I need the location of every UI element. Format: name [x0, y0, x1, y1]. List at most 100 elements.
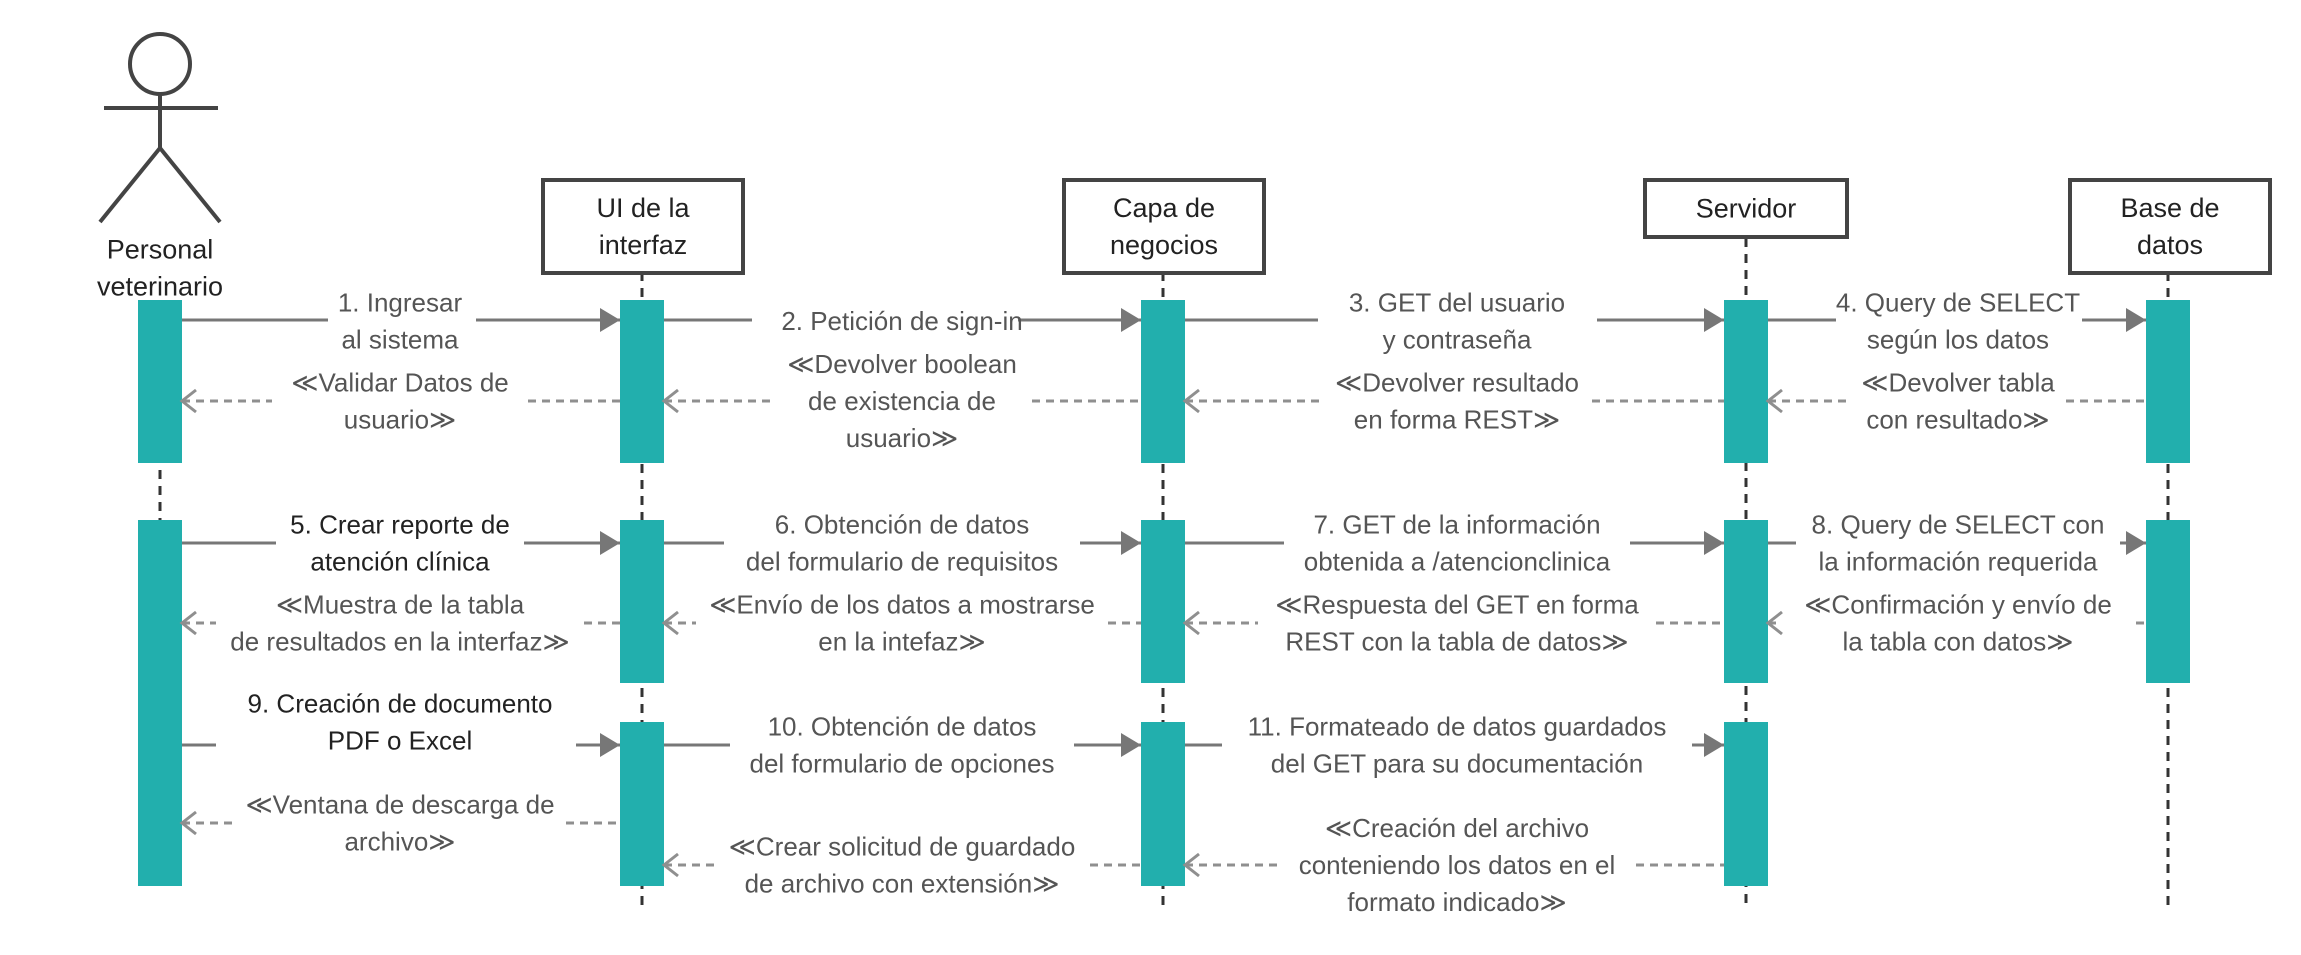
message-label-m7-line: obtenida a /atencionclinica	[1304, 547, 1611, 577]
participant-label-ui-line: interfaz	[599, 230, 688, 260]
message-label-m10-line: del formulario de opciones	[750, 749, 1055, 779]
participant-label-negocios-line: negocios	[1110, 230, 1218, 260]
arrowhead-m7	[1704, 531, 1724, 555]
message-label-m5-line: 5. Crear reporte de	[290, 510, 510, 540]
message-label-r11-line: formato indicado≫	[1347, 887, 1566, 917]
participant-label-negocios: Capa de negocios	[1110, 193, 1218, 260]
actor-label-line: Personal	[107, 235, 214, 265]
message-label-m1-line: al sistema	[341, 325, 459, 355]
arrowhead-m4	[2126, 308, 2146, 332]
message-label-r2-line: de existencia de	[808, 386, 996, 416]
arrowhead-r6	[661, 610, 679, 636]
arrowhead-m10	[1121, 733, 1141, 757]
message-label-r8-line: ≪Confirmación y envío de	[1804, 590, 2112, 620]
message-label-r5-line: de resultados en la interfaz≫	[230, 627, 569, 657]
arrowhead-r5	[179, 610, 197, 636]
participant-box-ui	[541, 178, 745, 275]
message-label-m10-line: 10. Obtención de datos	[768, 712, 1037, 742]
message-label-r3: ≪Devolver resultado en forma REST≫	[1335, 368, 1579, 435]
message-label-m3-line: y contraseña	[1383, 325, 1532, 355]
message-label-r9-line: archivo≫	[344, 827, 455, 857]
participant-label-ui-line: UI de la	[596, 193, 690, 223]
participant-label-bd: Base de datos	[2120, 193, 2219, 260]
message-label-m5: 5. Crear reporte de atención clínica	[290, 510, 510, 577]
arrowhead-r9	[179, 810, 197, 836]
message-label-m5-line: atención clínica	[310, 547, 490, 577]
arrowhead-m1	[600, 308, 620, 332]
message-label-m9-line: PDF o Excel	[328, 726, 473, 756]
message-label-r11-line: ≪Creación del archivo	[1325, 813, 1589, 843]
message-label-r3-line: en forma REST≫	[1354, 405, 1560, 435]
arrowhead-m2	[1121, 308, 1141, 332]
arrowhead-m6	[1121, 531, 1141, 555]
activation-bar-negocios	[1141, 520, 1185, 683]
message-label-r7-line: ≪Respuesta del GET en forma	[1275, 590, 1639, 620]
message-label-m6: 6. Obtención de datos del formulario de r…	[746, 510, 1058, 577]
participant-box-servidor	[1643, 178, 1849, 239]
arrowhead-r11	[1182, 852, 1200, 878]
message-label-r9: ≪Ventana de descarga de archivo≫	[245, 790, 554, 857]
actor-head-icon	[128, 32, 192, 96]
activation-bar-negocios	[1141, 300, 1185, 463]
message-label-r11-line: conteniendo los datos en el	[1299, 850, 1616, 880]
participant-label-servidor-line: Servidor	[1696, 194, 1797, 224]
arrowhead-r7	[1182, 610, 1200, 636]
arrowhead-m3	[1704, 308, 1724, 332]
activation-bar-servidor	[1724, 520, 1768, 683]
message-label-m2-line: 2. Petición de sign-in	[781, 306, 1022, 336]
message-label-r4-line: ≪Devolver tabla	[1861, 368, 2055, 398]
message-label-m10: 10. Obtención de datos del formulario de …	[750, 712, 1055, 779]
message-label-m11-line: del GET para su documentación	[1271, 749, 1643, 779]
participant-label-servidor: Servidor	[1696, 194, 1797, 224]
participant-box-negocios	[1062, 178, 1266, 275]
participant-box-bd	[2068, 178, 2272, 275]
message-label-m6-line: del formulario de requisitos	[746, 547, 1058, 577]
message-label-r4: ≪Devolver tabla con resultado≫	[1861, 368, 2055, 435]
message-label-r5: ≪Muestra de la tabla de resultados en la …	[230, 590, 569, 657]
message-label-m4-line: 4. Query de SELECT	[1836, 288, 2080, 318]
arrowhead-r3	[1182, 388, 1200, 414]
activation-bar-bd	[2146, 520, 2190, 683]
arrowhead-m5	[600, 531, 620, 555]
message-label-r11: ≪Creación del archivo conteniendo los dat…	[1299, 813, 1616, 917]
message-label-r10-line: ≪Crear solicitud de guardado	[729, 832, 1076, 862]
activation-bar-ui	[620, 520, 664, 683]
message-label-r2-line: ≪Devolver boolean	[787, 349, 1017, 379]
participant-label-bd-line: Base de	[2120, 193, 2219, 223]
message-label-m7: 7. GET de la información obtenida a /aten…	[1304, 510, 1611, 577]
message-label-m11: 11. Formateado de datos guardados del GET…	[1248, 712, 1667, 779]
message-label-r7-line: REST con la tabla de datos≫	[1285, 627, 1628, 657]
participant-label-bd-line: datos	[2137, 230, 2203, 260]
message-label-r9-line: ≪Ventana de descarga de	[245, 790, 554, 820]
actor-left-leg-icon	[98, 146, 162, 224]
activation-bar-bd	[2146, 300, 2190, 463]
participant-label-negocios-line: Capa de	[1113, 193, 1215, 223]
arrowhead-r2	[661, 388, 679, 414]
message-label-r1: ≪Validar Datos de usuario≫	[291, 368, 509, 435]
arrowhead-m9	[600, 733, 620, 757]
activation-bar-actor	[138, 300, 182, 463]
arrowhead-r10	[661, 852, 679, 878]
message-label-m2: 2. Petición de sign-in	[781, 306, 1022, 336]
activation-bar-ui	[620, 722, 664, 886]
message-label-m8-line: la información requerida	[1819, 547, 2098, 577]
message-label-r5-line: ≪Muestra de la tabla	[276, 590, 525, 620]
message-label-m11-line: 11. Formateado de datos guardados	[1248, 712, 1667, 742]
message-label-r3-line: ≪Devolver resultado	[1335, 368, 1579, 398]
message-label-r4-line: con resultado≫	[1866, 405, 2049, 435]
message-label-r1-line: ≪Validar Datos de	[291, 368, 509, 398]
activation-bar-servidor	[1724, 300, 1768, 463]
message-label-m6-line: 6. Obtención de datos	[775, 510, 1029, 540]
message-label-m7-line: 7. GET de la información	[1313, 510, 1600, 540]
message-label-r1-line: usuario≫	[344, 405, 457, 435]
